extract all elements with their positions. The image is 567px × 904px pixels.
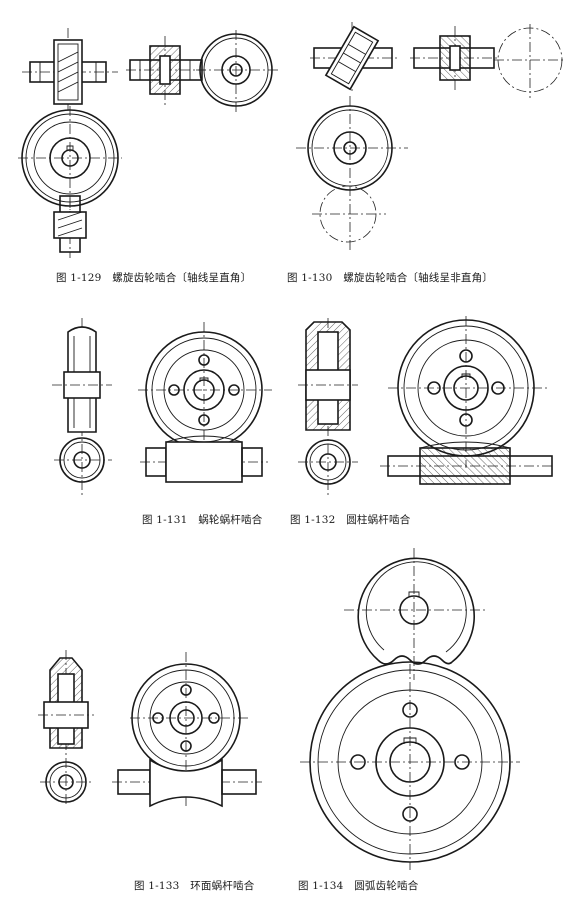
skew-helical-phantom-pinion bbox=[312, 185, 386, 243]
figure-1-130-drawing bbox=[296, 22, 566, 250]
figure-1-133-drawing bbox=[38, 650, 262, 808]
figure-1-129-drawing bbox=[18, 28, 280, 258]
globoid-worm-side-section bbox=[38, 650, 94, 806]
caption-fig-1-133: 图 1-133 环面蜗杆啮合 bbox=[134, 880, 255, 892]
helical-gear-wheel-front bbox=[196, 30, 280, 112]
figure-1-132-drawing bbox=[298, 316, 553, 496]
worm-shaft bbox=[140, 435, 268, 483]
helical-gear-large-wheel bbox=[18, 106, 122, 210]
worm-wheel-front-view bbox=[138, 322, 272, 462]
figure-1-131-drawing bbox=[52, 318, 272, 496]
skew-helical-main-wheel bbox=[296, 96, 408, 250]
cylindrical-worm-shaft bbox=[380, 441, 553, 485]
figure-1-134-drawing bbox=[300, 548, 520, 870]
caption-fig-1-129: 图 1-129 螺旋齿轮啮合〔轴线呈直角〕 bbox=[56, 272, 252, 284]
caption-fig-1-132: 图 1-132 圆柱蜗杆啮合 bbox=[290, 514, 411, 526]
globoid-worm-shaft bbox=[112, 758, 262, 808]
caption-fig-1-130: 图 1-130 螺旋齿轮啮合〔轴线呈非直角〕 bbox=[287, 272, 494, 284]
helical-gear-section-view bbox=[126, 36, 206, 106]
cylindrical-worm-wheel-front bbox=[388, 316, 548, 468]
circular-arc-gear-upper bbox=[344, 548, 486, 680]
worm-wheel-side-view bbox=[52, 318, 112, 496]
skew-helical-side-view bbox=[310, 22, 398, 94]
cylindrical-worm-section-view bbox=[298, 318, 358, 496]
helical-gear-side-view bbox=[22, 28, 118, 112]
caption-fig-1-134: 图 1-134 圆弧齿轮啮合 bbox=[298, 880, 419, 892]
helical-pinion-vertical bbox=[53, 195, 87, 258]
caption-fig-1-131: 图 1-131 蜗轮蜗杆啮合 bbox=[142, 514, 263, 526]
circular-arc-gear-lower bbox=[300, 661, 520, 870]
skew-helical-section-view bbox=[410, 26, 498, 92]
skew-helical-phantom-wheel bbox=[494, 24, 566, 98]
